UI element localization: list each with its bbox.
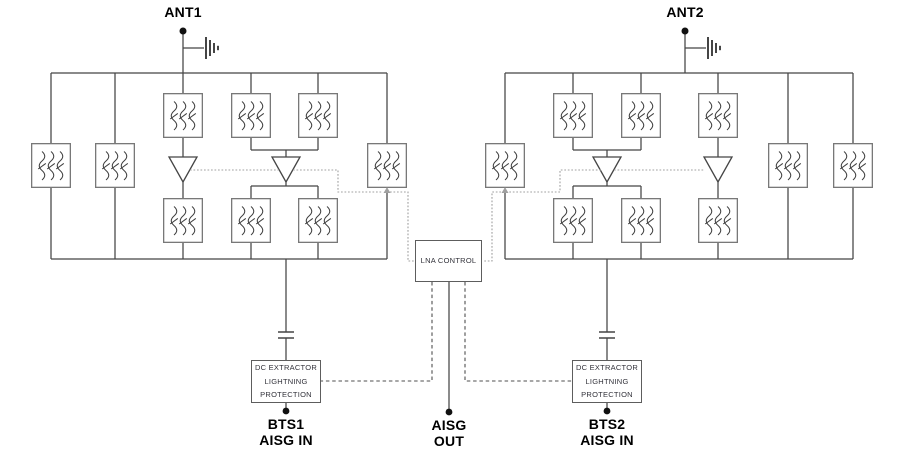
filter-icon <box>162 197 204 244</box>
lna-control-box: LNA CONTROL <box>415 240 482 282</box>
ant2-port-dot <box>681 27 689 35</box>
left-tma-circuit <box>30 27 408 415</box>
filter-icon <box>621 197 661 244</box>
bts1-label-line1: BTS1 <box>267 416 305 432</box>
ant1-label: ANT1 <box>164 4 202 20</box>
control-arrow-icon <box>383 187 391 193</box>
ground-icon <box>205 36 219 60</box>
dc-extractor-line: PROTECTION <box>260 390 312 400</box>
right-circuit-wiring <box>504 34 854 408</box>
filter-icon <box>95 142 136 189</box>
filter-icon <box>297 197 339 244</box>
capacitor-icon <box>278 331 294 339</box>
filter-icon <box>366 142 408 189</box>
aisg-out-label-line1: AISG <box>431 417 467 433</box>
filter-icon <box>698 93 738 139</box>
filter-icon <box>553 197 593 244</box>
ground-icon <box>707 36 721 60</box>
capacitor-icon <box>599 331 615 339</box>
dc-extractor-line: DC EXTRACTOR <box>254 362 318 372</box>
ant1-port-dot <box>179 27 187 35</box>
filter-icon <box>621 93 661 139</box>
lna-control-dotted-line-right <box>483 169 704 262</box>
bts1-port-dot <box>282 407 290 415</box>
bts2-label-line1: BTS2 <box>588 416 626 432</box>
filter-icon <box>30 142 72 189</box>
filter-icon <box>833 142 873 189</box>
filter-icon <box>553 93 593 139</box>
filter-icon <box>230 93 272 139</box>
control-wiring <box>190 169 704 416</box>
dc-extractor-line: LIGHTNING <box>585 376 629 386</box>
dc-extractor-line: LIGHTNING <box>264 376 308 386</box>
lna-control-dotted-line-left <box>190 169 414 262</box>
dc-extractor-right-box: DC EXTRACTOR LIGHTNING PROTECTION <box>572 360 642 403</box>
aisg-out-port-dot <box>445 408 453 416</box>
filter-icon <box>698 197 738 244</box>
left-circuit-wiring <box>50 34 388 408</box>
aisg-dashed-line-right <box>464 282 572 382</box>
bts2-label: BTS2 AISG IN <box>580 416 634 448</box>
dc-extractor-left-box: DC EXTRACTOR LIGHTNING PROTECTION <box>251 360 321 403</box>
amplifier-icon <box>167 156 199 184</box>
right-tma-circuit <box>484 27 873 415</box>
bts2-port-dot <box>603 407 611 415</box>
control-arrow-icon <box>501 187 509 193</box>
dc-extractor-line: PROTECTION <box>581 390 633 400</box>
amplifier-icon <box>270 156 302 184</box>
amplifier-icon <box>702 156 734 184</box>
aisg-out-label-line2: OUT <box>433 432 465 449</box>
ant2-label: ANT2 <box>666 4 704 20</box>
aisg-dashed-line-left <box>321 282 433 382</box>
bts1-label-line2: AISG IN <box>259 431 313 448</box>
aisg-out-label: AISG OUT <box>431 417 467 449</box>
filter-icon <box>230 197 272 244</box>
dc-extractor-line: DC EXTRACTOR <box>575 362 639 372</box>
filter-icon <box>162 93 204 139</box>
filter-icon <box>484 142 525 189</box>
filter-icon <box>297 93 339 139</box>
lna-control-label: LNA CONTROL <box>420 256 477 266</box>
bts1-label: BTS1 AISG IN <box>259 416 313 448</box>
bts2-label-line2: AISG IN <box>580 431 634 448</box>
filter-icon <box>768 142 808 189</box>
